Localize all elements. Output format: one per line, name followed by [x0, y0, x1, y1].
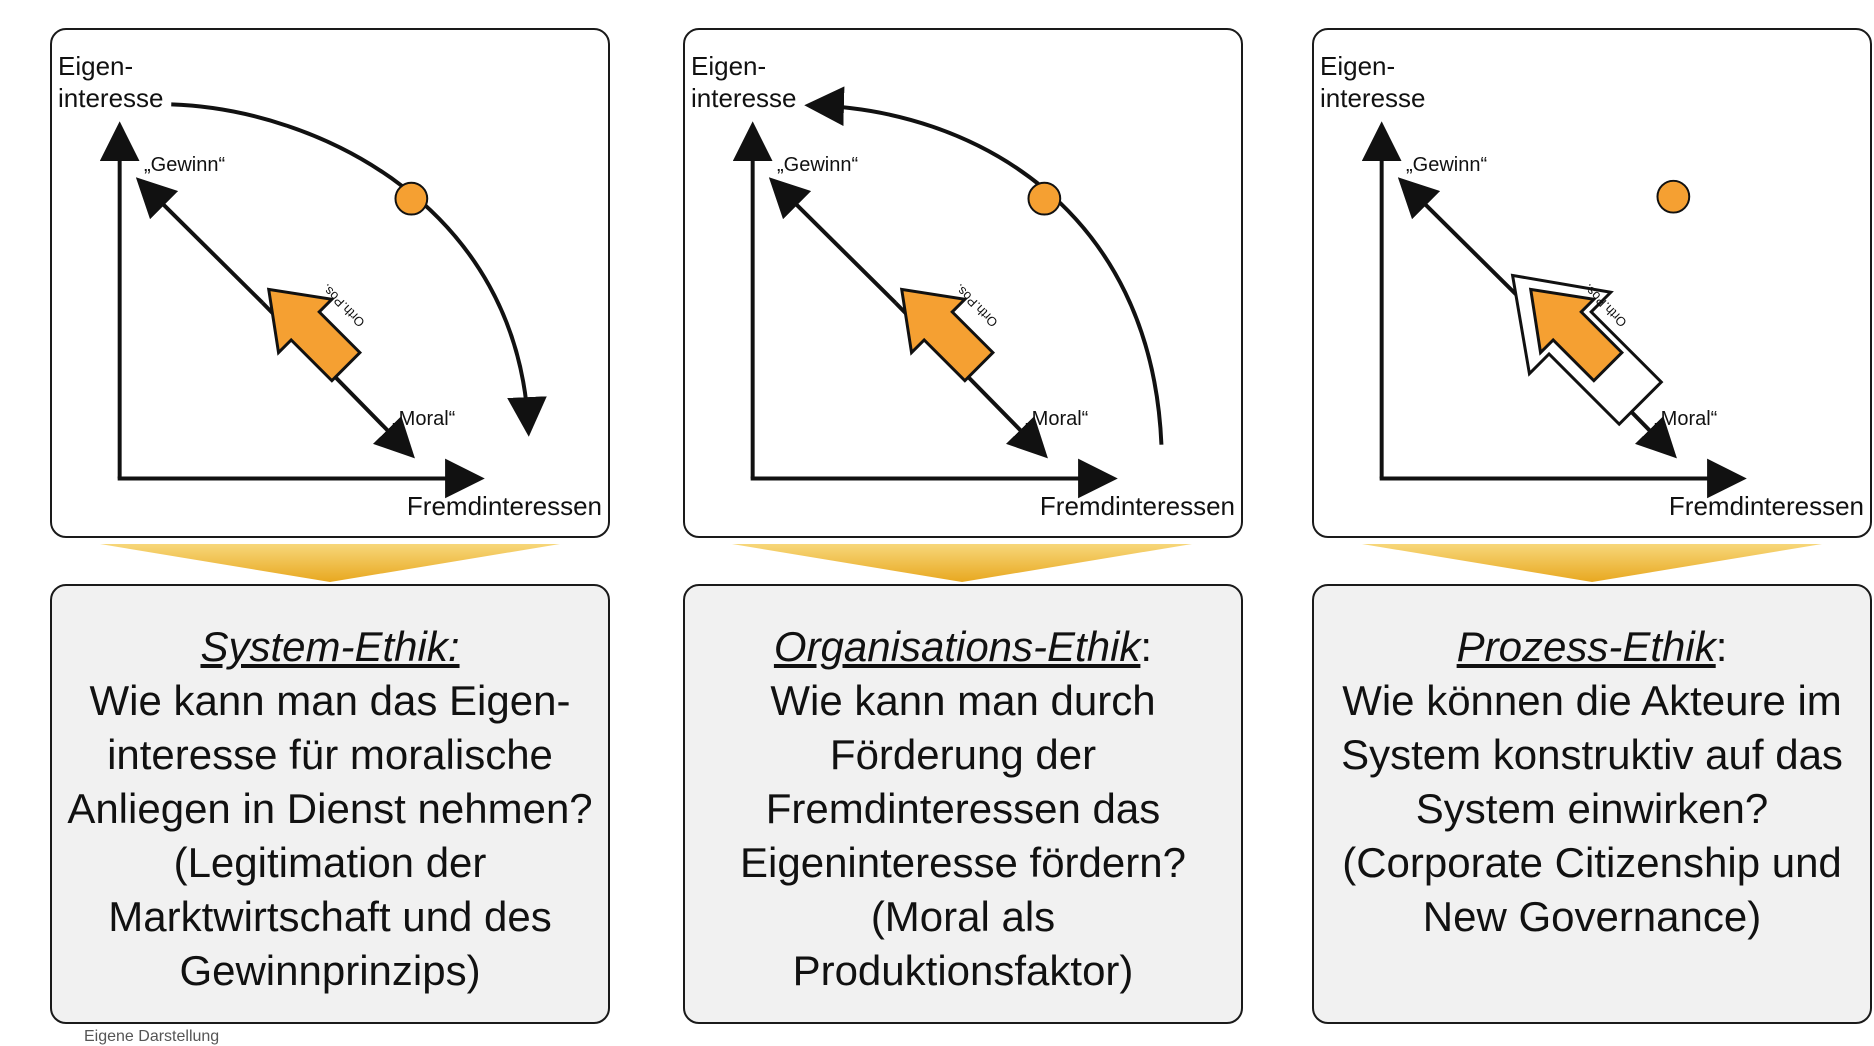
box-title-text: Organisations-Ethik — [773, 623, 1141, 670]
diagram-panel-organisation: Orth.Pos. Eigen- interesse Fremdinteress… — [683, 28, 1243, 538]
y-axis-label: Eigen- interesse — [691, 51, 797, 113]
x-axis-label: Fremdinteressen — [406, 491, 602, 521]
optimum-dot — [1656, 179, 1691, 214]
box-body: Wie kann man das Eigen-interesse für mor… — [67, 677, 593, 994]
diagram-panel-prozess: Orth.Pos. Eigen- interesse Fremdinteress… — [1312, 28, 1872, 538]
connector-wedge-2 — [732, 544, 1192, 582]
box-title-suffix: : — [1140, 623, 1153, 670]
diagram-system: Orth.Pos. — [99, 102, 547, 499]
box-title: Organisations-Ethik: — [685, 620, 1241, 674]
box-title: System-Ethik: — [52, 620, 608, 674]
box-title-text: Prozess-Ethik — [1456, 623, 1716, 670]
orth-pos-arrow: Orth.Pos. — [266, 281, 368, 383]
box-title-text: System-Ethik: — [200, 623, 460, 670]
connector-wedge-1 — [100, 544, 560, 582]
diagonal-gewinn — [1397, 177, 1526, 305]
diagram-organisation: Orth.Pos. — [732, 86, 1164, 499]
y-axis-label: Eigen- interesse — [1320, 51, 1426, 113]
y-axis-label: Eigen- interesse — [58, 51, 164, 113]
box-body: Wie kann man durch Förderung der Fremdin… — [740, 677, 1186, 994]
box-body: Wie können die Akteure im System konstru… — [1341, 677, 1843, 940]
gewinn-label: „Gewinn“ — [144, 154, 226, 176]
textbox-system-ethik: System-Ethik: Wie kann man das Eigen-int… — [50, 584, 610, 1024]
box-title: Prozess-Ethik: — [1314, 620, 1870, 674]
gewinn-label: „Gewinn“ — [777, 154, 859, 176]
textbox-prozess-ethik: Prozess-Ethik: Wie können die Akteure im… — [1312, 584, 1872, 1024]
moral-label: „Moral“ — [1654, 408, 1718, 430]
x-axis-label: Fremdinteressen — [1668, 491, 1864, 521]
moral-label: „Moral“ — [1025, 408, 1089, 430]
diagram-panel-system: Orth.Pos. Eigen- interesse Fremdinteress… — [50, 28, 610, 538]
optimum-dot — [394, 181, 429, 216]
optimum-dot — [1027, 181, 1062, 216]
box-title-suffix: : — [1715, 623, 1728, 670]
x-axis-label: Fremdinteressen — [1039, 491, 1235, 521]
textbox-organisations-ethik: Organisations-Ethik: Wie kann man durch … — [683, 584, 1243, 1024]
diagram-prozess: Orth.Pos. — [1361, 121, 1747, 499]
diagonal-gewinn — [135, 177, 264, 305]
orth-pos-arrow: Orth.Pos. — [899, 281, 1001, 383]
gewinn-label: „Gewinn“ — [1406, 154, 1488, 176]
diagonal-gewinn — [768, 177, 897, 305]
footnote: Eigene Darstellung — [84, 1028, 220, 1045]
moral-label: „Moral“ — [392, 408, 456, 430]
connector-wedge-3 — [1362, 544, 1822, 582]
